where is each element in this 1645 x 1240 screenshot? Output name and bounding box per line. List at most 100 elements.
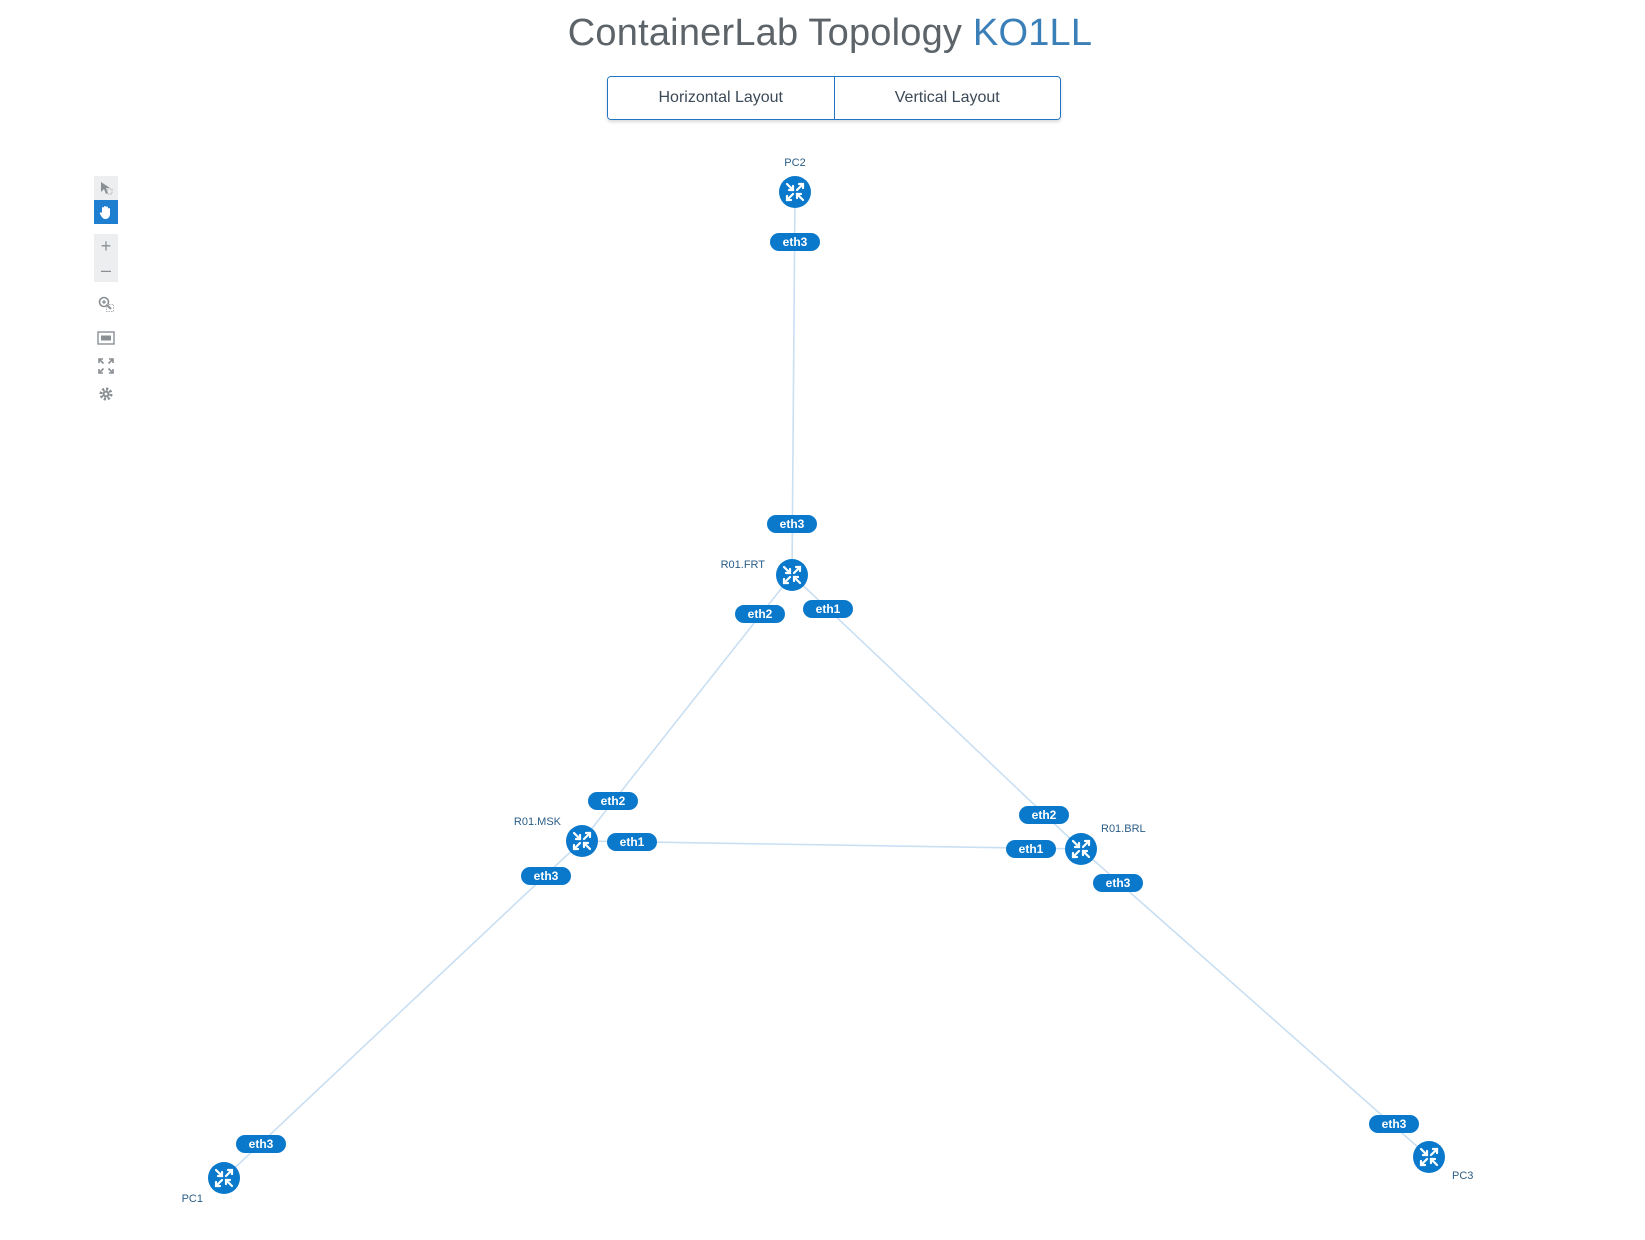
port-label: eth2 — [748, 607, 773, 621]
arrow-head — [1419, 1159, 1427, 1167]
port-badge-bg — [767, 515, 817, 533]
node-label: PC1 — [182, 1193, 203, 1205]
title-text: ContainerLab Topology — [567, 12, 963, 54]
arrow-head — [1431, 1147, 1439, 1155]
arrow-head — [1083, 839, 1091, 847]
port-label: eth1 — [620, 835, 645, 849]
port-badge-bg — [1006, 840, 1056, 858]
node-r01-brl[interactable]: R01.BRL — [1065, 823, 1146, 865]
arrow-head — [1429, 1157, 1437, 1165]
router-node-icon[interactable] — [566, 825, 598, 857]
link-R01.MSK-PC1[interactable] — [223, 840, 583, 1179]
router-arrows-icon — [214, 1168, 234, 1188]
horizontal-layout-button[interactable]: Horizontal Layout — [608, 77, 834, 119]
link-R01.BRL-PC3[interactable] — [1080, 848, 1430, 1158]
port-badge-bg — [1019, 806, 1069, 824]
port-badge-bg — [770, 233, 820, 251]
node-label: R01.FRT — [721, 559, 766, 571]
port-label: eth2 — [1032, 808, 1057, 822]
arrow-head — [1071, 851, 1079, 859]
zoom-out-icon[interactable]: – — [94, 258, 118, 282]
port-badge-bg — [588, 792, 638, 810]
node-pc2[interactable]: PC2 — [779, 157, 811, 208]
router-node-icon[interactable] — [779, 176, 811, 208]
arrow-head — [792, 575, 800, 583]
fullscreen-icon[interactable] — [94, 354, 118, 378]
arrow-head — [572, 843, 580, 851]
settings-gear-icon[interactable] — [94, 382, 118, 406]
port-label: eth2 — [601, 794, 626, 808]
port-badge-bg — [521, 867, 571, 885]
node-r01-frt[interactable]: R01.FRT — [721, 559, 808, 591]
zoom-area-icon[interactable] — [94, 292, 118, 316]
port-badge[interactable]: eth1 — [803, 600, 853, 618]
router-arrows-icon — [1071, 839, 1091, 859]
node-pc3[interactable]: PC3 — [1413, 1141, 1473, 1182]
port-badge-bg — [1369, 1115, 1419, 1133]
node-pc1[interactable]: PC1 — [182, 1162, 240, 1205]
port-badge[interactable]: eth3 — [1369, 1115, 1419, 1133]
router-node-icon[interactable] — [1065, 833, 1097, 865]
link-R01.FRT-R01.BRL[interactable] — [791, 574, 1082, 850]
arrow-head — [785, 194, 793, 202]
port-label: eth1 — [1019, 842, 1044, 856]
arrow-head — [1421, 1149, 1429, 1157]
arrow-head — [574, 833, 582, 841]
port-label: eth1 — [816, 602, 841, 616]
node-label: PC3 — [1452, 1170, 1473, 1182]
arrow-head — [582, 841, 590, 849]
port-badge[interactable]: eth3 — [767, 515, 817, 533]
links-layer — [223, 191, 1430, 1179]
port-label: eth3 — [1106, 876, 1131, 890]
pan-hand-icon[interactable] — [94, 200, 118, 224]
port-label: eth3 — [780, 517, 805, 531]
ports-layer: eth3 eth3 eth2 eth2 eth1 eth2 eth1 eth1 eth3 eth3… — [236, 233, 1419, 1153]
arrow-head — [584, 831, 592, 839]
arrow-head — [795, 192, 803, 200]
arrow-head — [782, 577, 790, 585]
router-arrows-icon — [782, 565, 802, 585]
port-badge[interactable]: eth1 — [1006, 840, 1056, 858]
port-badge[interactable]: eth2 — [735, 605, 785, 623]
port-label: eth3 — [534, 869, 559, 883]
router-node-icon[interactable] — [776, 559, 808, 591]
port-badge-bg — [236, 1135, 286, 1153]
vertical-layout-button[interactable]: Vertical Layout — [833, 77, 1060, 119]
port-badge-bg — [1093, 874, 1143, 892]
page-title: ContainerLab Topology KO1LL — [0, 12, 1645, 55]
node-label: R01.BRL — [1101, 823, 1146, 835]
port-label: eth3 — [783, 235, 808, 249]
fit-to-screen-icon[interactable] — [94, 326, 118, 350]
layout-toggle-group: Horizontal Layout Vertical Layout — [607, 76, 1061, 120]
port-badge[interactable]: eth3 — [236, 1135, 286, 1153]
port-badge[interactable]: eth3 — [1093, 874, 1143, 892]
port-label: eth3 — [1382, 1117, 1407, 1131]
node-label: PC2 — [784, 157, 805, 169]
router-arrows-icon — [572, 831, 592, 851]
arrow-head — [1073, 841, 1081, 849]
port-badge-bg — [607, 833, 657, 851]
arrow-head — [784, 567, 792, 575]
link-R01.MSK-R01.BRL[interactable] — [581, 840, 1082, 850]
select-tool-icon[interactable] — [94, 176, 118, 200]
node-r01-msk[interactable]: R01.MSK — [514, 816, 598, 857]
arrow-head — [224, 1178, 232, 1186]
zoom-in-icon[interactable]: + — [94, 234, 118, 258]
port-badge[interactable]: eth2 — [1019, 806, 1069, 824]
router-node-icon[interactable] — [208, 1162, 240, 1194]
router-arrows-icon — [1419, 1147, 1439, 1167]
arrow-head — [797, 182, 805, 190]
port-badge-bg — [803, 600, 853, 618]
port-badge[interactable]: eth1 — [607, 833, 657, 851]
arrow-head — [214, 1180, 222, 1188]
router-node-icon[interactable] — [1413, 1141, 1445, 1173]
port-badge[interactable]: eth2 — [588, 792, 638, 810]
arrow-head — [226, 1168, 234, 1176]
arrow-head — [794, 565, 802, 573]
port-badge[interactable]: eth3 — [521, 867, 571, 885]
link-PC2-R01.FRT[interactable] — [791, 191, 796, 576]
port-label: eth3 — [249, 1137, 274, 1151]
port-badge[interactable]: eth3 — [770, 233, 820, 251]
